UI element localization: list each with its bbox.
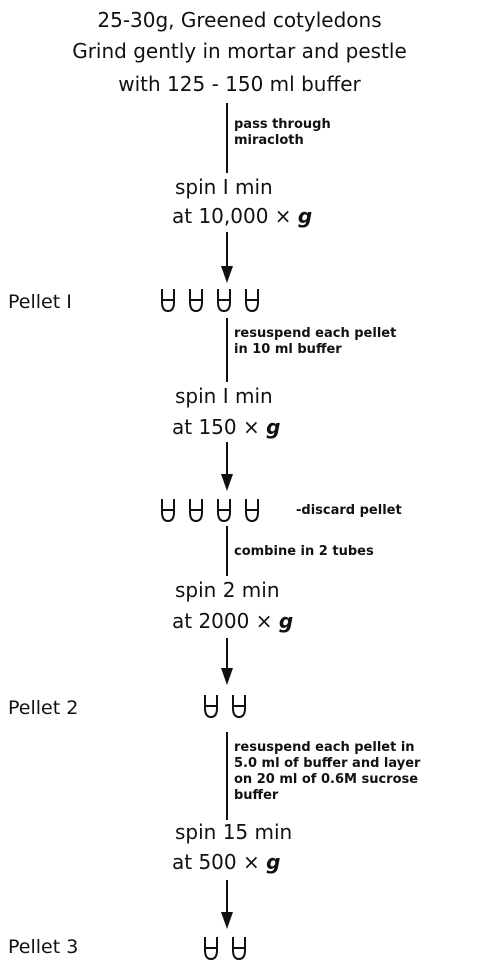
pellet-1-label: Pellet I	[8, 291, 72, 313]
discard-tubes	[160, 498, 260, 522]
tube-icon	[189, 289, 203, 312]
pellet-2-tubes	[203, 694, 247, 718]
note-resuspend-2: resuspend each pellet in 5.0 ml of buffe…	[234, 740, 421, 803]
tube-icon	[232, 937, 246, 960]
flow-line-1	[226, 103, 228, 173]
arrow-2	[221, 442, 233, 491]
header-line-1: 25-30g, Greened cotyledons	[97, 8, 382, 32]
tube-icon	[217, 289, 231, 312]
spin-3-force: at 2000 × g	[172, 609, 294, 633]
spin-1-force: at 10,000 × g	[172, 204, 313, 228]
tube-icon	[245, 499, 259, 522]
tube-icon	[204, 937, 218, 960]
tube-icon	[189, 499, 203, 522]
note-pass-through: pass through miracloth	[234, 117, 331, 148]
flow-line-3	[226, 526, 228, 576]
arrow-4	[221, 880, 233, 929]
tube-icon	[245, 289, 259, 312]
spin-2-time: spin I min	[175, 384, 273, 408]
note-discard-pellet: -discard pellet	[296, 503, 402, 518]
pellet-3-label: Pellet 3	[8, 936, 79, 958]
pellet-1-tubes	[160, 288, 260, 312]
arrow-1	[221, 232, 233, 283]
tube-icon	[232, 695, 246, 718]
note-resuspend-1: resuspend each pellet in 10 ml buffer	[234, 326, 397, 357]
header-line-2: Grind gently in mortar and pestle	[72, 39, 407, 63]
tube-icon	[204, 695, 218, 718]
note-combine: combine in 2 tubes	[234, 544, 374, 559]
arrow-3	[221, 638, 233, 685]
pellet-3-tubes	[203, 936, 247, 960]
tube-icon	[217, 499, 231, 522]
spin-4-force: at 500 × g	[172, 850, 281, 874]
spin-2-force: at 150 × g	[172, 415, 281, 439]
flow-line-4	[226, 732, 228, 820]
pellet-2-label: Pellet 2	[8, 697, 79, 719]
tube-icon	[161, 499, 175, 522]
spin-4-time: spin 15 min	[175, 820, 293, 844]
tube-icon	[161, 289, 175, 312]
spin-1-time: spin I min	[175, 175, 273, 199]
header-line-3: with 125 - 150 ml buffer	[118, 72, 361, 96]
spin-3-time: spin 2 min	[175, 578, 280, 602]
flow-line-2	[226, 318, 228, 382]
